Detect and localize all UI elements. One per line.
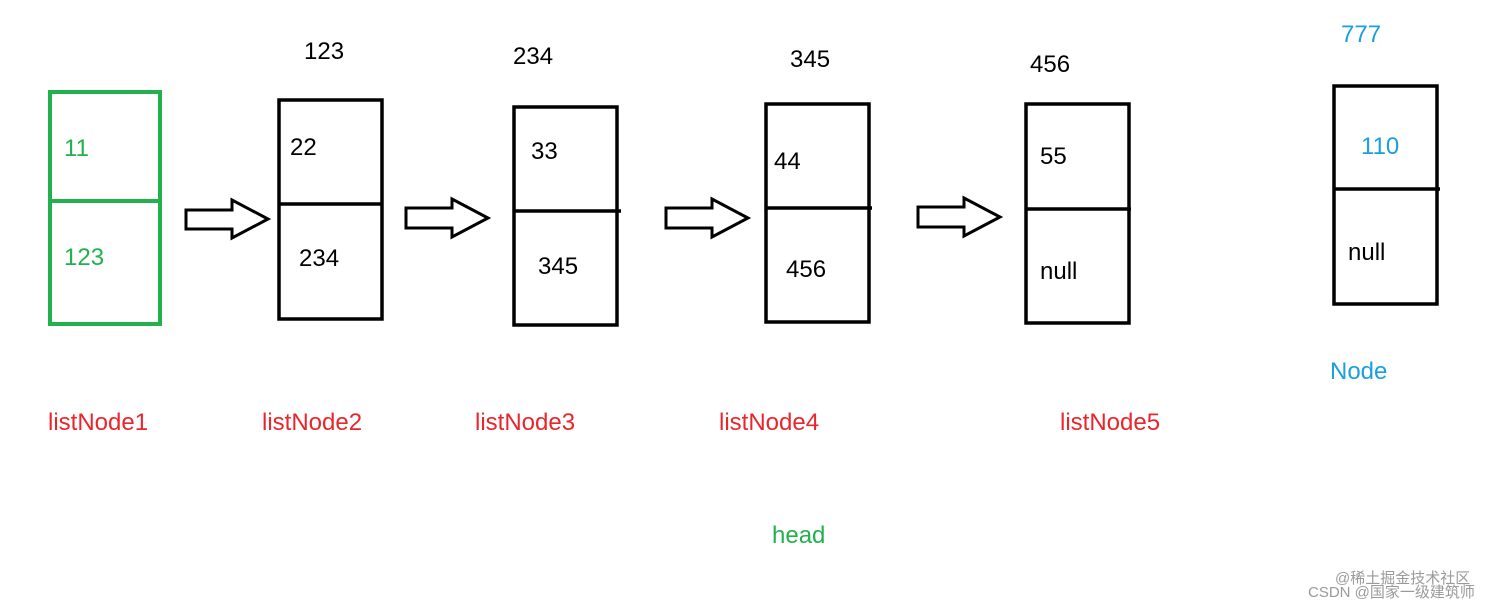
head-label: head [772, 522, 825, 549]
list-node-1: 11 123 listNode1 [48, 90, 162, 436]
node-4-address: 345 [790, 46, 830, 73]
extra-node: 777 110 null Node [1330, 21, 1440, 385]
extra-node-data: 110 [1361, 133, 1399, 160]
node-2-box [277, 98, 384, 321]
extra-node-box [1332, 84, 1439, 306]
arrow-3 [664, 196, 752, 240]
node-1-next: 123 [64, 244, 104, 271]
node-2-address: 123 [304, 38, 344, 65]
node-1-name: listNode1 [48, 409, 148, 436]
node-1-box [48, 90, 162, 326]
list-node-4: 345 44 456 listNode4 [719, 46, 872, 436]
extra-node-name: Node [1330, 358, 1387, 385]
extra-node-address: 777 [1341, 21, 1381, 48]
node-3-name: listNode3 [475, 409, 575, 436]
node-4-box [764, 102, 871, 324]
arrow-2 [404, 196, 492, 240]
node-2-name: listNode2 [262, 409, 362, 436]
node-3-data: 33 [531, 138, 558, 165]
node-4-next: 456 [786, 256, 826, 283]
watermark-csdn: CSDN @国家一级建筑师 [1308, 584, 1475, 601]
list-node-2: 123 22 234 listNode2 [262, 38, 384, 436]
node-3-next: 345 [538, 253, 578, 280]
node-5-next: null [1040, 258, 1077, 285]
node-2-next: 234 [299, 245, 339, 272]
node-5-name: listNode5 [1060, 409, 1160, 436]
node-5-box [1024, 102, 1131, 325]
node-5-data: 55 [1040, 143, 1067, 170]
watermark-juejin: @稀土掘金技术社区 [1335, 570, 1470, 587]
extra-node-next: null [1348, 239, 1385, 266]
node-1-data: 11 [64, 135, 89, 162]
node-4-data: 44 [774, 148, 801, 175]
list-node-5: 456 55 null listNode5 [1024, 51, 1160, 436]
node-3-box [512, 105, 619, 327]
node-2-data: 22 [290, 134, 317, 161]
list-node-3: 234 33 345 listNode3 [475, 43, 621, 436]
node-4-name: listNode4 [719, 409, 819, 436]
node-5-address: 456 [1030, 51, 1070, 78]
arrow-4 [916, 195, 1004, 239]
arrow-1 [184, 197, 272, 241]
node-3-address: 234 [513, 43, 553, 70]
